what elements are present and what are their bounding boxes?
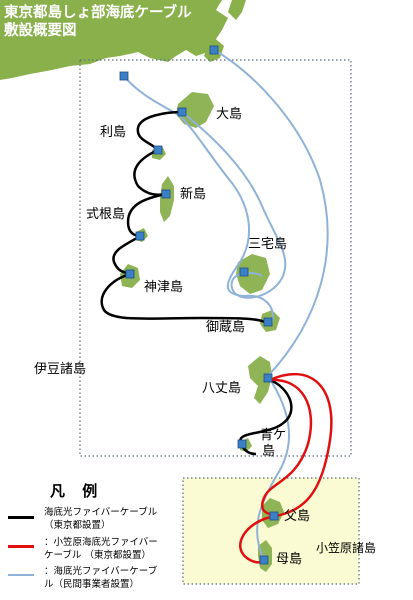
label-ogasawara-region: 小笠原諸島 bbox=[316, 541, 377, 555]
map-title-line1: 東京都島しょ部海底ケーブル bbox=[4, 5, 192, 21]
node-hachijojima bbox=[263, 373, 273, 383]
node-mainland-2 bbox=[209, 45, 219, 55]
cable-tokyo-6 bbox=[238, 378, 293, 456]
izu-region-border bbox=[79, 59, 352, 457]
cable-private-4 bbox=[256, 375, 291, 561]
legend-line-private bbox=[8, 574, 34, 576]
node-oshima bbox=[177, 107, 187, 117]
cable-tokyo-4 bbox=[112, 234, 141, 276]
node-shikinejima bbox=[135, 231, 145, 241]
cable-ogasawara-2 bbox=[260, 378, 313, 518]
node-niijima bbox=[161, 189, 171, 199]
label-aogashima-2: 島 bbox=[262, 444, 276, 459]
label-hahajima: 母島 bbox=[276, 552, 303, 567]
label-shikinejima: 式根島 bbox=[86, 207, 126, 222]
legend-text-private-2: ル（民間事業者設置） bbox=[44, 579, 140, 590]
node-chichijima bbox=[269, 511, 279, 521]
node-mainland-1 bbox=[119, 71, 129, 81]
legend-text-private-1: ：海底光ファイバーケーブ bbox=[44, 566, 158, 577]
cable-tokyo-1 bbox=[136, 110, 183, 151]
label-toshima: 利島 bbox=[100, 125, 127, 140]
node-hahajima bbox=[259, 555, 269, 565]
legend-text-ogasawara-1: ：小笠原海底光ファイバー bbox=[44, 537, 158, 548]
cable-tokyo-2 bbox=[133, 148, 167, 196]
label-aogashima-1: 青ケ bbox=[260, 428, 287, 443]
node-mikurajima bbox=[263, 317, 273, 327]
ogasawara-region-box bbox=[182, 477, 360, 585]
legend-text-tokyo-1: 海底光ファイバーケーブル bbox=[44, 507, 158, 518]
legend-line-ogasawara bbox=[8, 545, 34, 548]
legend-title: 凡 例 bbox=[50, 482, 104, 500]
island-niijima bbox=[160, 176, 174, 222]
map-title-line2: 敷設概要図 bbox=[4, 23, 77, 39]
cable-tokyo-5 bbox=[100, 272, 269, 326]
node-kozushima bbox=[125, 269, 135, 279]
label-mikurajima: 御蔵島 bbox=[206, 320, 246, 335]
label-chichijima: 父島 bbox=[284, 509, 311, 524]
node-miyakejima bbox=[239, 267, 249, 277]
mainland-coast-east bbox=[228, 0, 246, 20]
label-izu-region: 伊豆諸島 bbox=[34, 362, 87, 377]
node-aogashima bbox=[237, 439, 247, 449]
cable-ogasawara-1 bbox=[269, 372, 333, 518]
island-hachijojima bbox=[248, 356, 272, 404]
label-miyakejima: 三宅島 bbox=[248, 237, 288, 252]
mainland-coast bbox=[0, 0, 228, 80]
node-toshima bbox=[153, 145, 163, 155]
legend-line-tokyo bbox=[8, 516, 34, 519]
cable-private-3 bbox=[181, 111, 287, 299]
legend-text-ogasawara-2: ケーブル （東京都設置） bbox=[44, 550, 151, 561]
cable-private-2 bbox=[213, 49, 329, 377]
label-niijima: 新島 bbox=[180, 187, 207, 202]
island-oshima bbox=[176, 92, 214, 128]
label-oshima: 大島 bbox=[216, 107, 243, 122]
label-kozushima: 神津島 bbox=[144, 280, 184, 295]
legend-text-tokyo-2: （東京都設置） bbox=[44, 520, 111, 531]
label-hachijojima: 八丈島 bbox=[202, 381, 242, 396]
